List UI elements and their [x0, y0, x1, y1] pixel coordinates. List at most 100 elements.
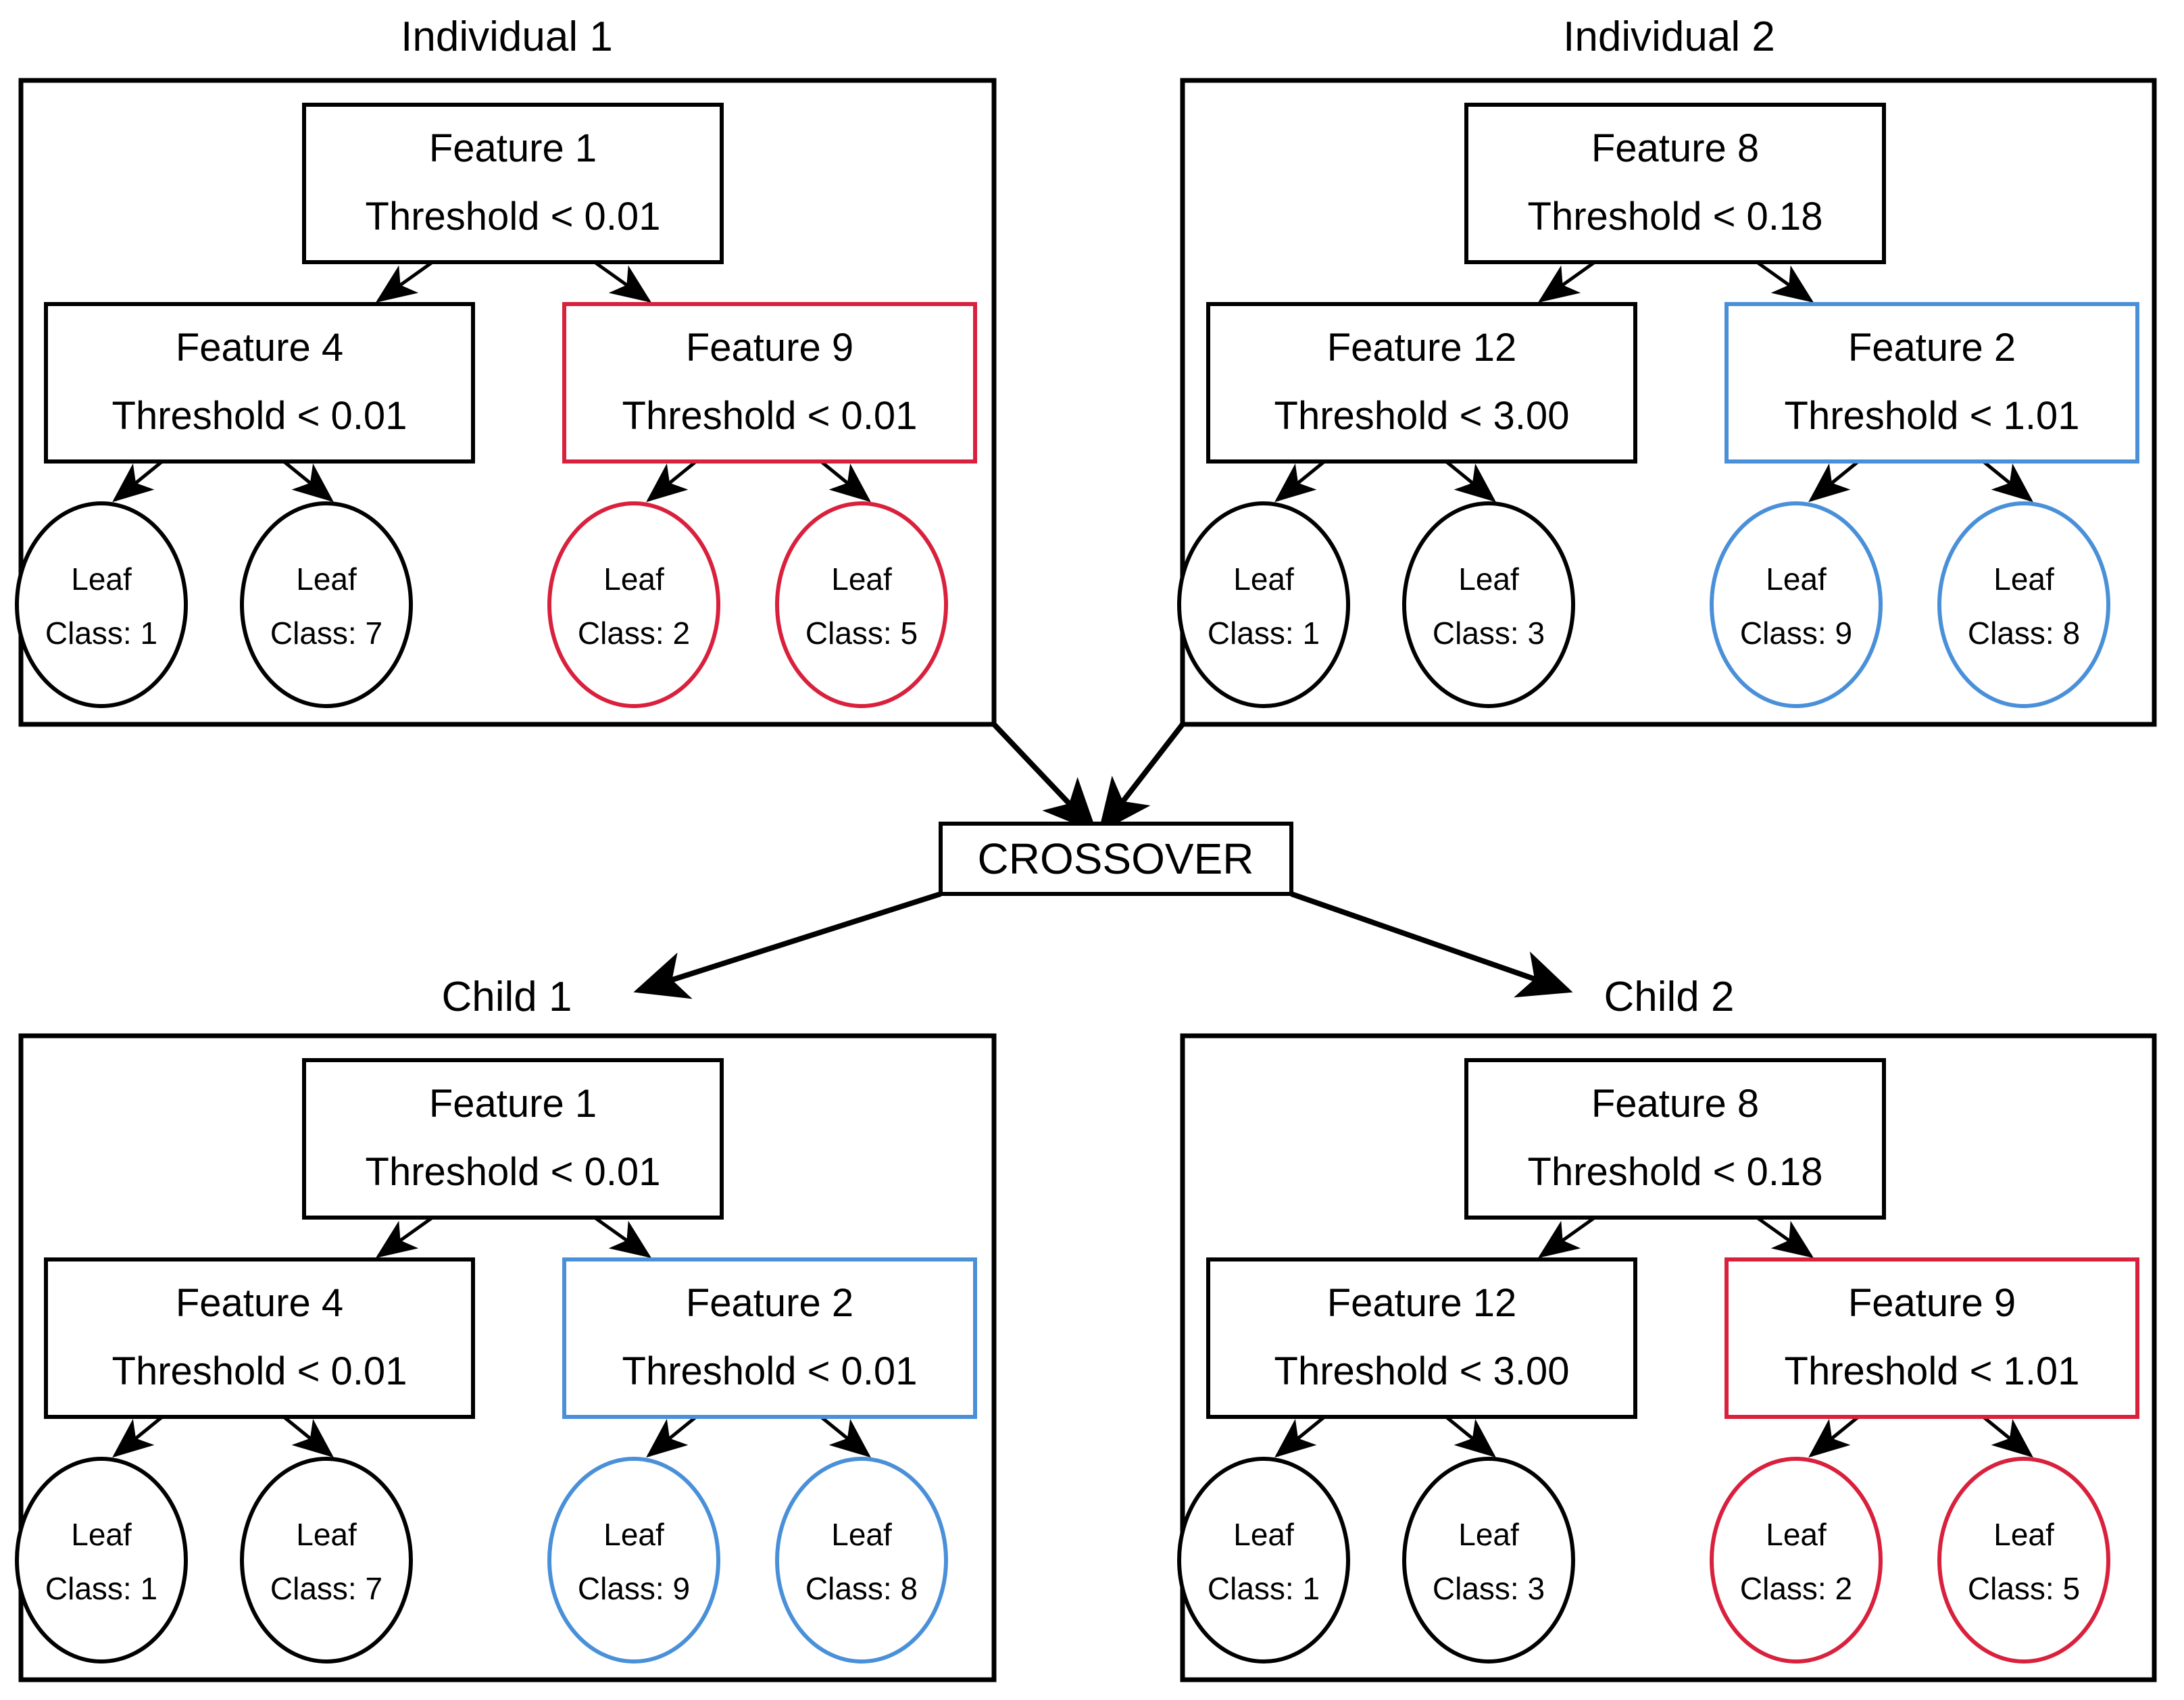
- leaf-label: Leaf: [296, 561, 357, 597]
- node-root-child-2[interactable]: Feature 8 Threshold < 0.18: [1464, 1058, 1886, 1220]
- leaf-class: Class: 1: [45, 616, 157, 651]
- leaf-node[interactable]: Leaf Class: 5: [775, 501, 948, 708]
- node-left-box: [44, 1257, 475, 1419]
- node-right-child-1[interactable]: Feature 2 Threshold < 0.01: [562, 1257, 977, 1419]
- node-root-feature: Feature 8: [1591, 1082, 1759, 1126]
- edge-crossover-to-child2: [1290, 891, 1573, 998]
- leaf-node[interactable]: Leaf Class: 5: [1937, 1457, 2110, 1664]
- node-left-box: [1206, 302, 1637, 464]
- edge-left-leaf2: [1445, 1416, 1496, 1458]
- leaf-node[interactable]: Leaf Class: 2: [1710, 1457, 1883, 1664]
- node-left-child-1[interactable]: Feature 4 Threshold < 0.01: [44, 1257, 475, 1419]
- leaf-node[interactable]: Leaf Class: 3: [1402, 1457, 1575, 1664]
- edge-right-leaf4: [1982, 1416, 2033, 1458]
- edge-root-left: [375, 260, 434, 303]
- leaf-label: Leaf: [1233, 1517, 1294, 1552]
- leaf-node[interactable]: Leaf Class: 9: [547, 1457, 720, 1664]
- leaf-label: Leaf: [71, 561, 132, 597]
- node-root-threshold: Threshold < 0.01: [366, 195, 661, 239]
- node-root-threshold: Threshold < 0.01: [366, 1150, 661, 1194]
- node-left-individual-2[interactable]: Feature 12 Threshold < 3.00: [1206, 302, 1637, 464]
- leaf-node[interactable]: Leaf Class: 3: [1402, 501, 1575, 708]
- edge-left-leaf2: [1445, 460, 1496, 503]
- panel-child-1: Child 1 Feature 1 Threshold < 0.01 Featu…: [15, 974, 997, 1682]
- leaf-ellipse: [1937, 501, 2110, 708]
- leaf-ellipse: [1710, 1457, 1883, 1664]
- panel-title-child-2: Child 2: [1604, 974, 1735, 1020]
- edge-left-leaf1: [112, 460, 164, 503]
- node-root-feature: Feature 1: [429, 126, 597, 170]
- node-root-box: [302, 1058, 724, 1220]
- leaf-label: Leaf: [1766, 1517, 1827, 1552]
- node-right-box: [562, 1257, 977, 1419]
- leaf-label: Leaf: [296, 1517, 357, 1552]
- edge-root-right: [593, 1216, 652, 1258]
- leaf-ellipse: [1937, 1457, 2110, 1664]
- leaf-node[interactable]: Leaf Class: 9: [1710, 501, 1883, 708]
- leaf-node[interactable]: Leaf Class: 1: [15, 501, 188, 708]
- node-right-child-2[interactable]: Feature 9 Threshold < 1.01: [1724, 1257, 2139, 1419]
- leaf-node[interactable]: Leaf Class: 1: [1177, 1457, 1350, 1664]
- edge-right-leaf3: [1808, 1416, 1860, 1458]
- crossover-hub: CROSSOVER: [633, 722, 1573, 999]
- edge-individual1-to-crossover: [992, 722, 1097, 833]
- node-left-feature: Feature 4: [176, 1281, 343, 1325]
- leaf-label: Leaf: [71, 1517, 132, 1552]
- edge-right-leaf4: [1982, 460, 2033, 503]
- leaf-class: Class: 8: [805, 1571, 918, 1606]
- leaf-node[interactable]: Leaf Class: 1: [1177, 501, 1350, 708]
- crossover-box[interactable]: [939, 822, 1293, 896]
- node-right-threshold: Threshold < 0.01: [622, 394, 918, 438]
- edge-root-right: [593, 260, 652, 303]
- node-right-individual-2[interactable]: Feature 2 Threshold < 1.01: [1724, 302, 2139, 464]
- leaf-node[interactable]: Leaf Class: 8: [1937, 501, 2110, 708]
- node-root-box: [1464, 103, 1886, 264]
- node-root-child-1[interactable]: Feature 1 Threshold < 0.01: [302, 1058, 724, 1220]
- leaf-class: Class: 7: [270, 616, 382, 651]
- node-right-box: [562, 302, 977, 464]
- node-root-feature: Feature 8: [1591, 126, 1759, 170]
- node-right-threshold: Threshold < 0.01: [622, 1349, 918, 1393]
- node-right-threshold: Threshold < 1.01: [1785, 1349, 2080, 1393]
- leaf-node[interactable]: Leaf Class: 2: [547, 501, 720, 708]
- leaf-node[interactable]: Leaf Class: 1: [15, 1457, 188, 1664]
- leaf-label: Leaf: [603, 561, 664, 597]
- panel-frame-individual-1: [18, 78, 997, 727]
- node-right-feature: Feature 2: [686, 1281, 853, 1325]
- panel-title-individual-2: Individual 2: [1563, 14, 1775, 60]
- leaf-node[interactable]: Leaf Class: 7: [240, 501, 413, 708]
- leaf-ellipse: [1177, 1457, 1350, 1664]
- node-right-box: [1724, 1257, 2139, 1419]
- node-right-individual-1[interactable]: Feature 9 Threshold < 0.01: [562, 302, 977, 464]
- leaf-label: Leaf: [1233, 561, 1294, 597]
- node-root-feature: Feature 1: [429, 1082, 597, 1126]
- edge-right-leaf3: [646, 460, 697, 503]
- edge-right-leaf4: [820, 460, 871, 503]
- node-right-feature: Feature 2: [1848, 326, 2016, 370]
- node-right-box: [1724, 302, 2139, 464]
- leaf-ellipse: [1177, 501, 1350, 708]
- node-left-child-2[interactable]: Feature 12 Threshold < 3.00: [1206, 1257, 1637, 1419]
- edge-left-leaf2: [282, 1416, 334, 1458]
- node-root-individual-1[interactable]: Feature 1 Threshold < 0.01: [302, 103, 724, 264]
- node-root-individual-2[interactable]: Feature 8 Threshold < 0.18: [1464, 103, 1886, 264]
- edge-root-left: [375, 1216, 434, 1258]
- node-root-threshold: Threshold < 0.18: [1528, 195, 1823, 239]
- crossover-label: CROSSOVER: [978, 834, 1254, 883]
- edge-left-leaf1: [1274, 460, 1326, 503]
- panel-frame-individual-2: [1180, 78, 2157, 727]
- edge-left-leaf1: [112, 1416, 164, 1458]
- leaf-class: Class: 2: [578, 616, 690, 651]
- edge-root-left: [1537, 260, 1596, 303]
- leaf-class: Class: 5: [805, 616, 918, 651]
- leaf-class: Class: 3: [1433, 616, 1545, 651]
- leaf-node[interactable]: Leaf Class: 8: [775, 1457, 948, 1664]
- leaf-class: Class: 1: [1208, 616, 1320, 651]
- leaf-ellipse: [15, 501, 188, 708]
- node-left-individual-1[interactable]: Feature 4 Threshold < 0.01: [44, 302, 475, 464]
- leaf-ellipse: [15, 1457, 188, 1664]
- node-root-threshold: Threshold < 0.18: [1528, 1150, 1823, 1194]
- node-left-threshold: Threshold < 0.01: [112, 1349, 407, 1393]
- leaf-node[interactable]: Leaf Class: 7: [240, 1457, 413, 1664]
